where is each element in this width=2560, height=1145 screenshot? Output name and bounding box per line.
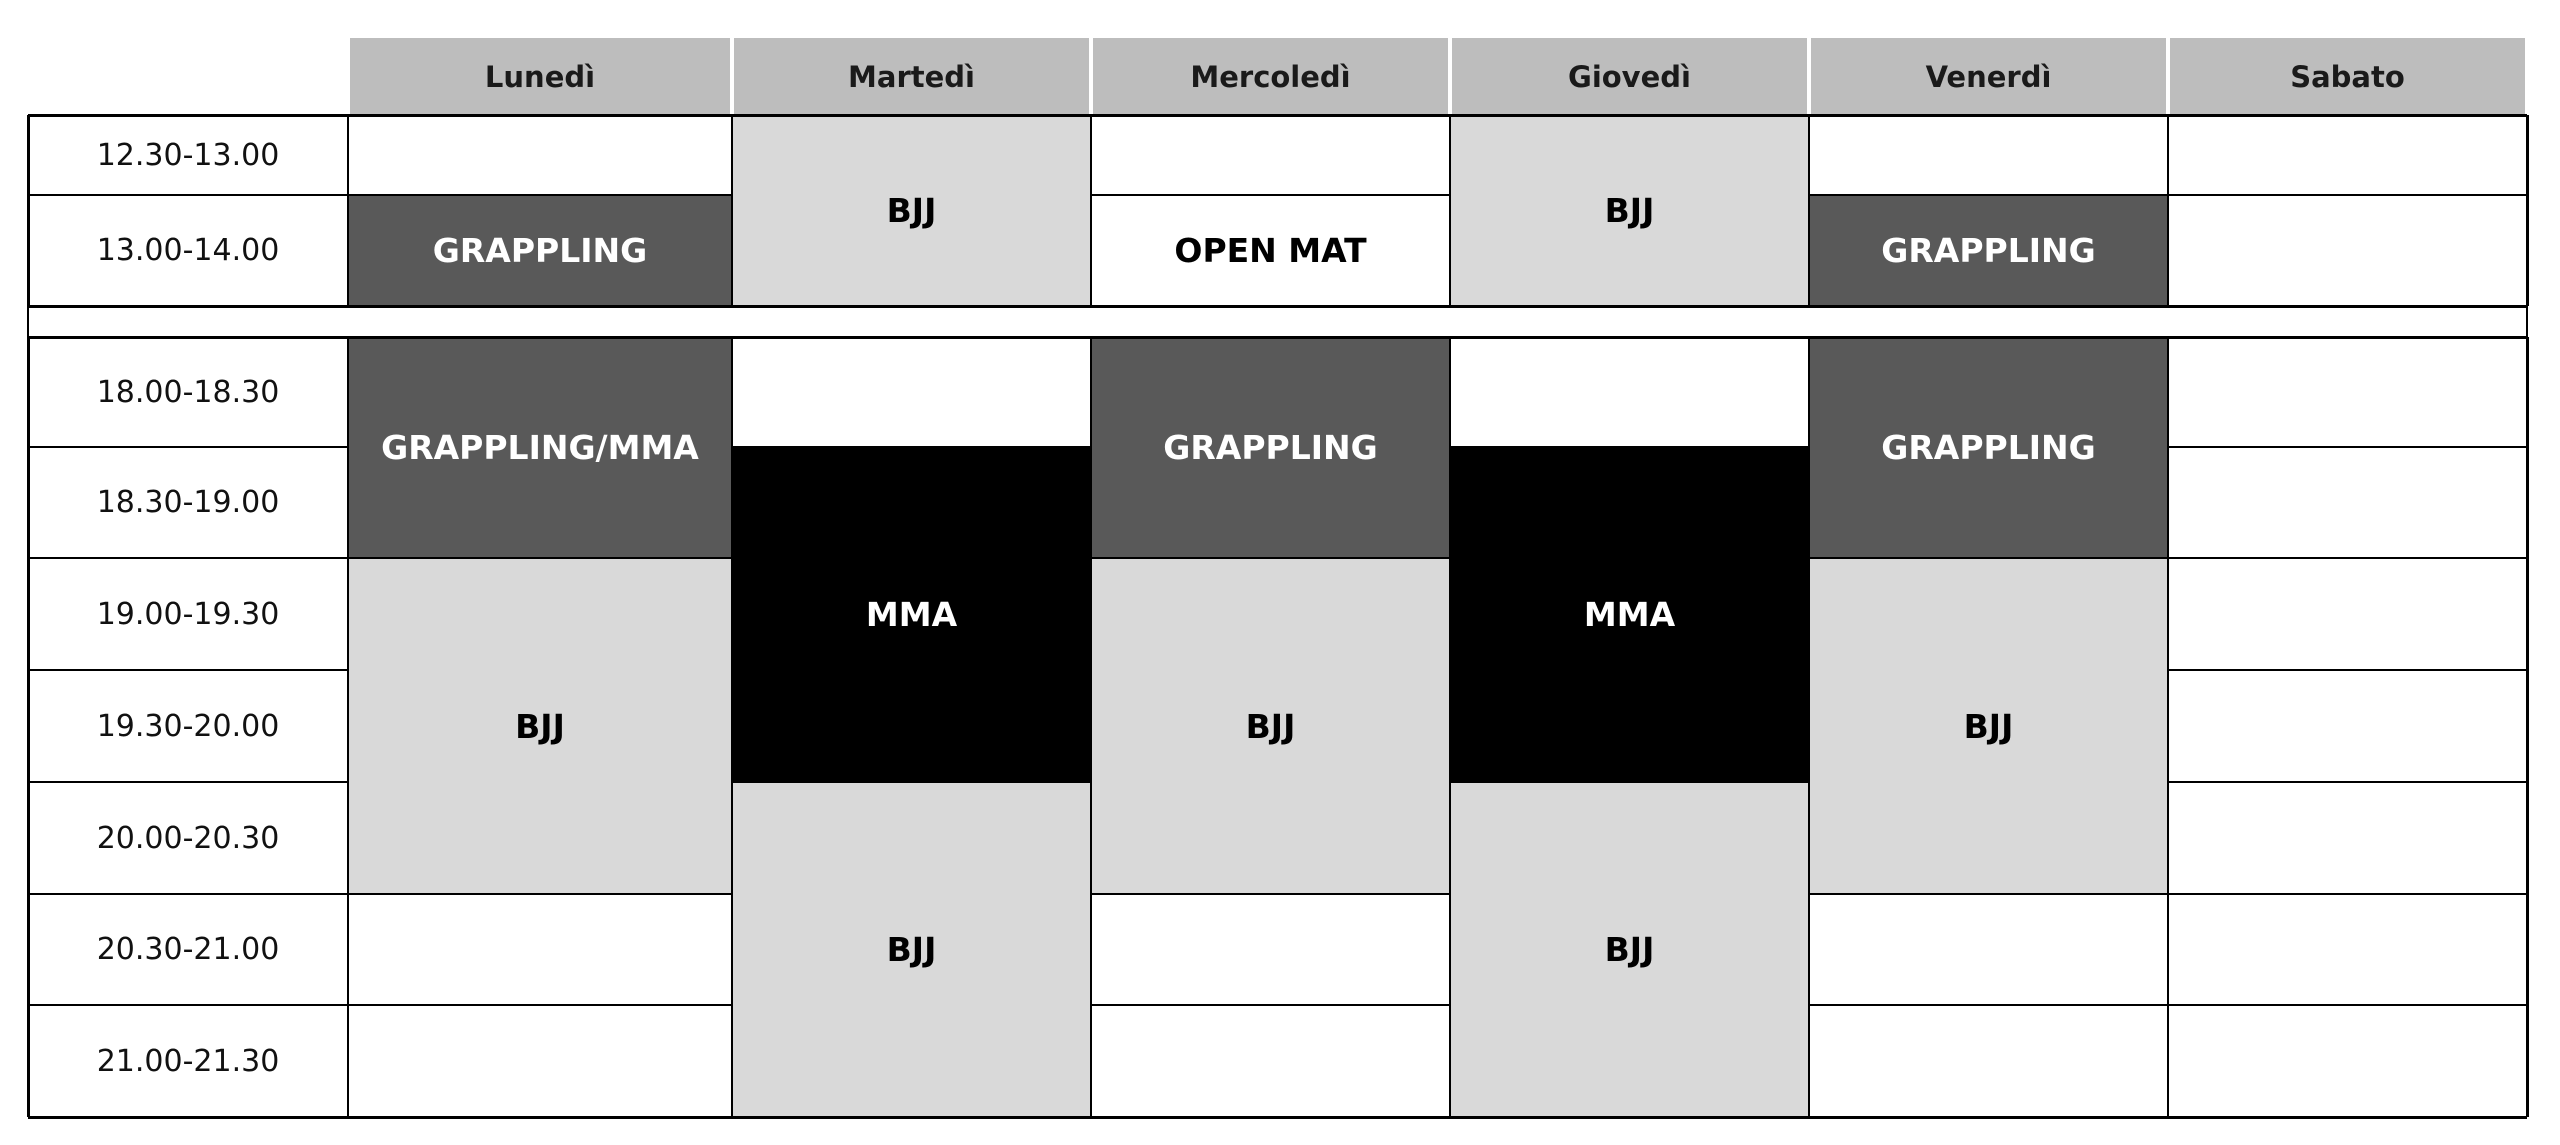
grid-line (348, 557, 732, 559)
time-slot-label: 19.00-19.30 (96, 596, 280, 632)
grid-line (2167, 115, 2169, 306)
time-slot-label: 13.00-14.00 (96, 233, 280, 268)
class-session: GRAPPLING (1809, 195, 2168, 306)
class-session: BJJ (1091, 558, 1450, 894)
class-session: BJJ (1450, 782, 1809, 1117)
class-session: OPEN MAT (1091, 195, 1450, 306)
grid-line (1809, 893, 2168, 895)
grid-line (28, 113, 2527, 117)
grid-line (28, 446, 348, 448)
grid-line (28, 557, 348, 559)
grid-line (28, 1115, 2527, 1119)
grid-line (1449, 115, 1451, 306)
grid-line (1449, 337, 1451, 1117)
class-session: GRAPPLING (1809, 337, 2168, 558)
class-session: GRAPPLING (1091, 337, 1450, 558)
grid-line (2526, 306, 2528, 337)
grid-line (2168, 1004, 2527, 1006)
class-session: MMA (732, 447, 1091, 782)
grid-line (1808, 115, 1810, 306)
grid-line (348, 194, 732, 196)
grid-line (1091, 1004, 1450, 1006)
grid-line (1809, 1004, 2168, 1006)
grid-line (2168, 669, 2527, 671)
day-header: Sabato (2170, 38, 2525, 115)
day-header: Mercoledì (1093, 38, 1448, 115)
day-header: Giovedì (1452, 38, 1807, 115)
grid-line (2168, 781, 2527, 783)
grid-line (347, 337, 349, 1117)
class-session: BJJ (348, 558, 732, 894)
grid-line (1450, 446, 1809, 448)
class-session: GRAPPLING (348, 195, 732, 306)
grid-line (2525, 337, 2529, 1117)
time-slot-label: 19.30-20.00 (96, 708, 280, 744)
grid-line (731, 115, 733, 306)
grid-line (1091, 194, 1450, 196)
class-session: GRAPPLING/MMA (348, 337, 732, 558)
grid-line (348, 893, 732, 895)
time-slot-label: 21.00-21.30 (96, 1043, 280, 1079)
grid-line (1091, 557, 1450, 559)
day-header: Venerdì (1811, 38, 2166, 115)
time-slot-label: 20.30-21.00 (96, 932, 280, 967)
grid-line (1808, 337, 1810, 1117)
time-slot-label: 12.30-13.00 (96, 137, 280, 173)
time-slot-label: 20.00-20.30 (96, 820, 280, 856)
grid-line (2168, 893, 2527, 895)
grid-line (1090, 337, 1092, 1117)
time-slot-label: 18.30-19.00 (96, 485, 280, 520)
grid-line (28, 335, 2527, 339)
class-session: BJJ (1450, 115, 1809, 306)
class-session: BJJ (1809, 558, 2168, 894)
grid-line (1450, 781, 1809, 783)
grid-line (28, 304, 2527, 308)
grid-line (2167, 337, 2169, 1117)
grid-line (2168, 557, 2527, 559)
day-header: Lunedì (350, 38, 730, 115)
grid-line (27, 306, 29, 337)
grid-line (348, 1004, 732, 1006)
grid-line (2525, 115, 2529, 306)
grid-line (26, 115, 30, 306)
grid-line (1809, 557, 2168, 559)
class-session: MMA (1450, 447, 1809, 782)
grid-line (732, 781, 1091, 783)
grid-line (28, 893, 348, 895)
grid-line (2168, 446, 2527, 448)
grid-line (1091, 893, 1450, 895)
grid-line (732, 446, 1091, 448)
class-session: BJJ (732, 115, 1091, 306)
grid-line (28, 1004, 348, 1006)
grid-line (28, 781, 348, 783)
grid-line (731, 337, 733, 1117)
grid-line (347, 115, 349, 306)
grid-line (26, 337, 30, 1117)
grid-line (1809, 194, 2168, 196)
grid-line (28, 669, 348, 671)
class-session: BJJ (732, 782, 1091, 1117)
grid-line (1090, 115, 1092, 306)
day-header: Martedì (734, 38, 1089, 115)
time-slot-label: 18.00-18.30 (96, 374, 280, 410)
grid-line (28, 194, 348, 196)
grid-line (2168, 194, 2527, 196)
